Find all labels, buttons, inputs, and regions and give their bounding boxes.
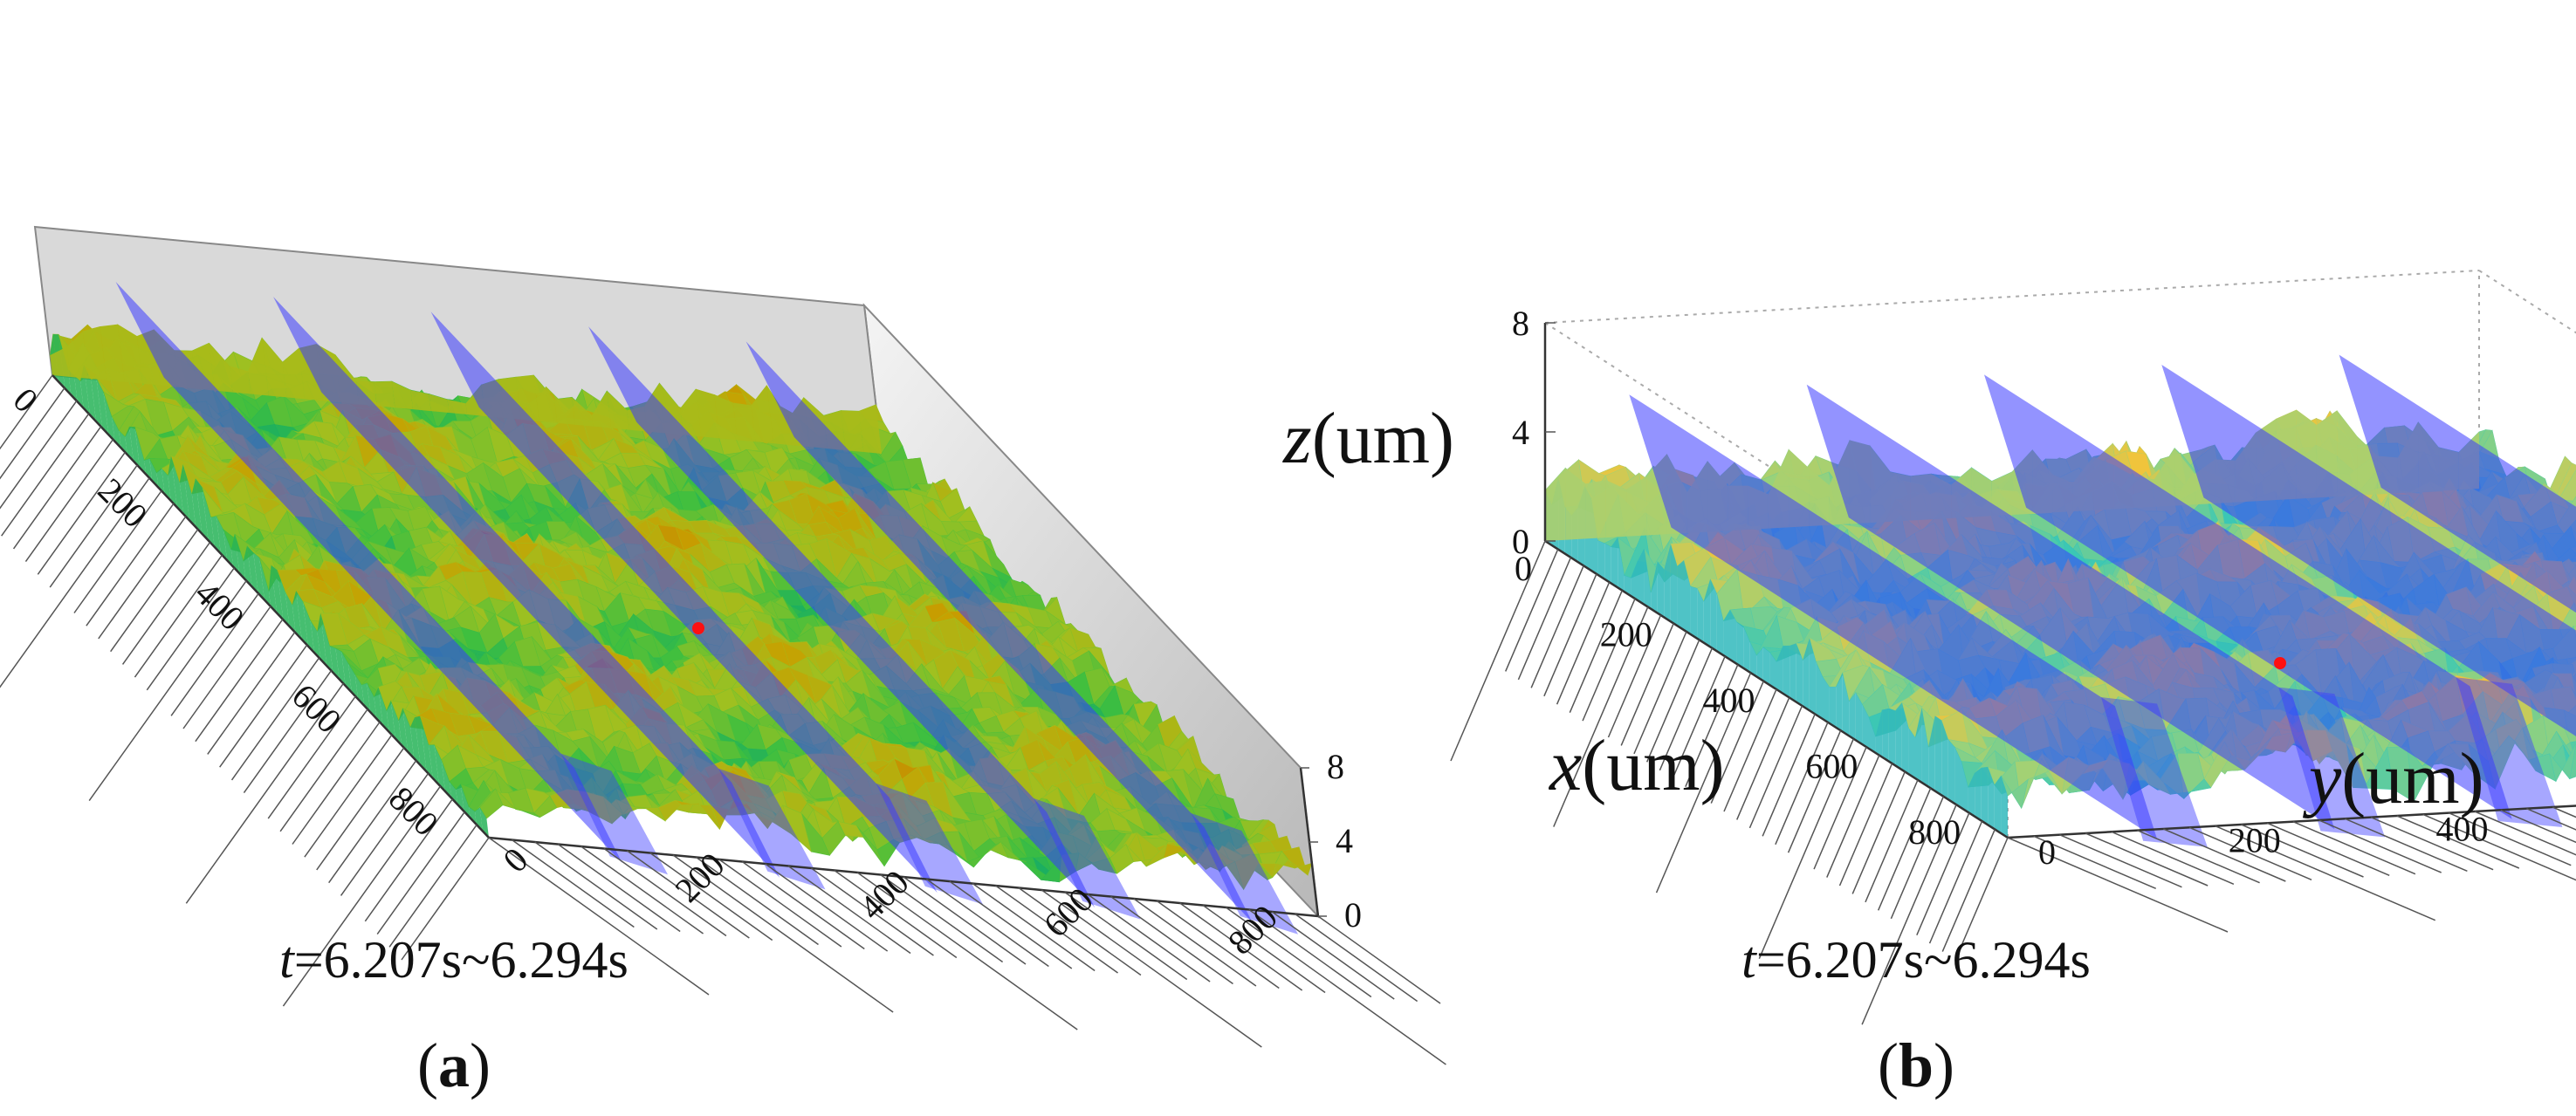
b-box-edge <box>1544 270 2480 324</box>
a-y-tick <box>1317 915 1441 1004</box>
a-y-tick-label: 0 <box>495 839 535 880</box>
a-surface-skirt <box>554 397 575 425</box>
a-x-tick <box>98 516 187 640</box>
a-x-tick-label: 200 <box>91 470 155 535</box>
a-x-tick <box>292 722 381 845</box>
a-x-tick <box>388 824 477 948</box>
a-x-tick <box>304 734 393 858</box>
a-z-tick-label: 4 <box>1336 821 1353 860</box>
a-x-tick <box>110 529 199 653</box>
panel-a-caption: t=6.207s~6.294s <box>279 931 629 989</box>
a-x-tick <box>1 413 90 537</box>
a-surface-skirt <box>374 380 395 408</box>
a-y-tick <box>1087 893 1211 982</box>
a-z-tick-label: 0 <box>1344 895 1362 935</box>
a-x-tick <box>12 426 102 550</box>
a-x-tick <box>195 619 284 743</box>
a-x-tick-label: 600 <box>285 676 349 741</box>
a-y-tick <box>925 878 1049 968</box>
a-z-tick-label: 8 <box>1327 747 1344 786</box>
panel-a-label: (a) <box>417 1030 491 1100</box>
a-x-tick-label: 400 <box>188 573 252 638</box>
a-x-tick-label: 800 <box>381 778 446 843</box>
a-y-tick <box>1110 895 1233 985</box>
a-x-tick-label: 0 <box>6 380 46 420</box>
a-y-tick <box>1271 911 1395 1000</box>
panel-a-marker-dot <box>692 622 704 634</box>
a-x-tick <box>207 632 296 755</box>
